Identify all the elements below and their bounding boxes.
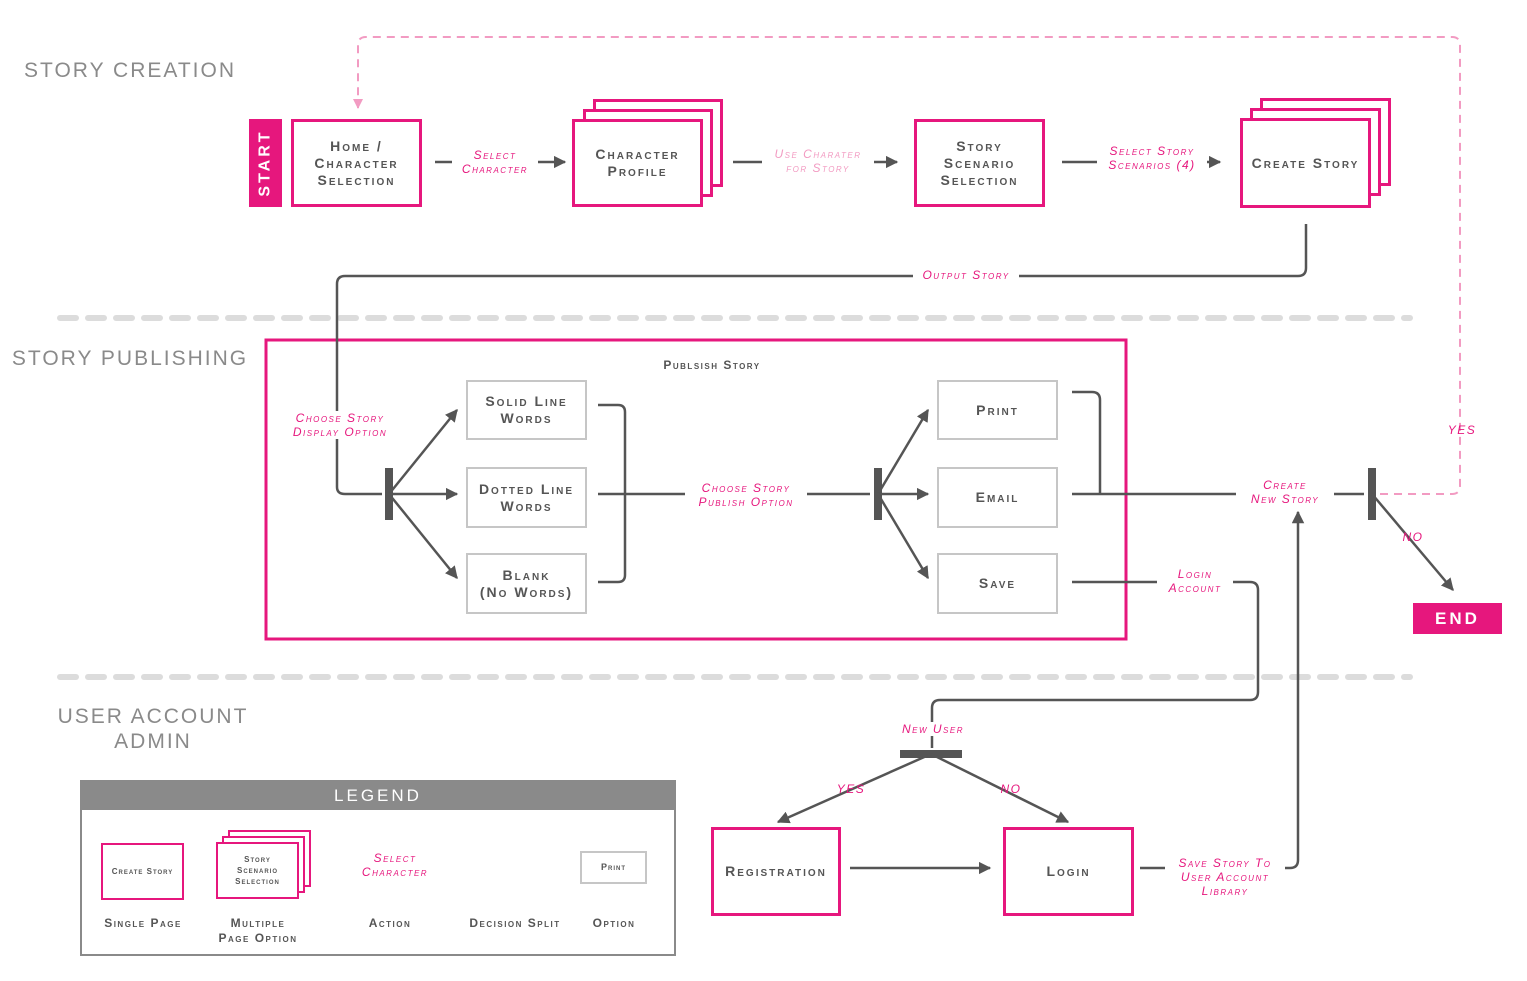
login-page[interactable]: Login: [1003, 827, 1134, 916]
publish-group-frame: [264, 338, 1128, 641]
option-email[interactable]: Email: [937, 467, 1058, 528]
action-select-character: Select Character: [452, 148, 538, 176]
character-profile-page[interactable]: Character Profile: [572, 119, 703, 207]
story-scenario-selection-page[interactable]: Story Scenario Selection: [914, 119, 1045, 207]
action-choose-publish: Choose Story Publish Option: [685, 481, 807, 509]
action-no-login: NO: [1000, 782, 1022, 796]
legend-multi-page-sample: Story Scenario Selection: [216, 842, 299, 899]
section-story-publishing: STORY PUBLISHING: [11, 347, 249, 370]
registration-page[interactable]: Registration: [711, 827, 841, 916]
action-create-new-story: Create New Story: [1236, 478, 1334, 506]
action-yes-loop: YES: [1447, 423, 1477, 437]
legend-single-page-sample: Create Story: [101, 843, 184, 900]
action-no-end: NO: [1402, 530, 1424, 544]
action-new-user: New User: [890, 722, 976, 736]
legend-decision-caption: Decision Split: [469, 916, 561, 930]
legend-title: LEGEND: [82, 782, 674, 810]
action-login-account: Login Account: [1157, 567, 1233, 595]
end-terminal[interactable]: END: [1413, 603, 1502, 634]
action-output-story: Output Story: [913, 268, 1019, 282]
publish-group-title: Publsish Story: [663, 358, 761, 372]
option-blank-no-words[interactable]: Blank (No Words): [466, 553, 587, 614]
legend-option-sample: Print: [580, 851, 647, 884]
option-solid-line-words[interactable]: Solid Line Words: [466, 380, 587, 440]
action-yes-registration: YES: [836, 782, 866, 796]
section-story-creation: STORY CREATION: [24, 59, 236, 82]
start-label: START: [256, 129, 274, 197]
create-story-page[interactable]: Create Story: [1240, 118, 1371, 208]
legend-action-caption: Action: [368, 916, 412, 930]
option-dotted-line-words[interactable]: Dotted Line Words: [466, 467, 587, 528]
action-use-character: Use Charater for Story: [762, 147, 874, 175]
option-save[interactable]: Save: [937, 553, 1058, 614]
action-select-scenarios: Select Story Scenarios (4): [1097, 144, 1207, 172]
start-terminal[interactable]: START: [249, 119, 282, 207]
legend-multi-page-caption: Multiple Page Option: [218, 916, 298, 945]
loop-back-arrow: [353, 36, 1461, 495]
legend-action-sample: Select Character: [352, 851, 438, 879]
option-print[interactable]: Print: [937, 380, 1058, 440]
legend-single-page-caption: Single Page: [104, 916, 182, 930]
output-story-line: [335, 224, 1308, 496]
action-choose-display: Choose Story Display Option: [280, 411, 400, 439]
legend-option-caption: Option: [592, 916, 636, 930]
action-save-to-library: Save Story To User Account Library: [1165, 856, 1285, 898]
section-user-account-admin: USER ACCOUNT ADMIN: [57, 705, 249, 753]
home-character-selection-page[interactable]: Home / Character Selection: [291, 119, 422, 207]
